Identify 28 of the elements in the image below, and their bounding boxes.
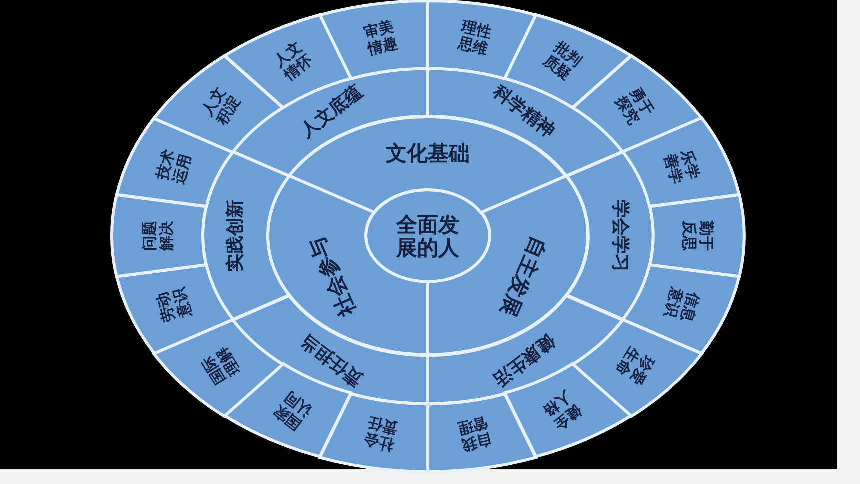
segment-label: 责任担当 xyxy=(297,330,366,390)
segment-label: 健康生活 xyxy=(490,330,559,390)
segment-label: 乐学善学 xyxy=(662,148,702,186)
segment-label: 理性思维 xyxy=(456,18,494,58)
segment-label: 实践创新 xyxy=(226,200,246,272)
segment-label: 信息意识 xyxy=(662,286,702,324)
segment-label: 勇于探究 xyxy=(613,84,658,128)
segment-label: 珍爱生命 xyxy=(613,344,658,388)
segment-label: 科学精神 xyxy=(490,82,559,142)
segment-label: 社会参与 xyxy=(304,234,360,320)
segment-label: 问题解决 xyxy=(141,220,174,252)
segment-label: 人文底蕴 xyxy=(297,82,366,142)
segment-label: 国家认同 xyxy=(270,388,315,433)
segment-label: 文化基础 xyxy=(386,142,470,165)
segment-label: 技术运用 xyxy=(154,148,194,186)
segment-label: 自主发展 xyxy=(496,234,552,320)
segment-label: 自我管理 xyxy=(456,414,494,454)
segment-label: 健全人格 xyxy=(540,388,586,433)
segment-label: 审美情趣 xyxy=(362,18,400,58)
segment-label: 批判质疑 xyxy=(540,39,586,84)
segment-label: 劳动意识 xyxy=(154,286,194,324)
segment-label: 勤于反思 xyxy=(682,220,715,252)
segment-label: 社会责任 xyxy=(362,414,400,454)
segment-label: 人文积淀 xyxy=(198,84,243,128)
center-label: 全面发展的人 xyxy=(396,212,460,260)
segment-label: 学会学习 xyxy=(610,200,630,272)
segment-label: 国际理解 xyxy=(198,344,243,388)
segment-label: 人文情怀 xyxy=(270,39,315,84)
